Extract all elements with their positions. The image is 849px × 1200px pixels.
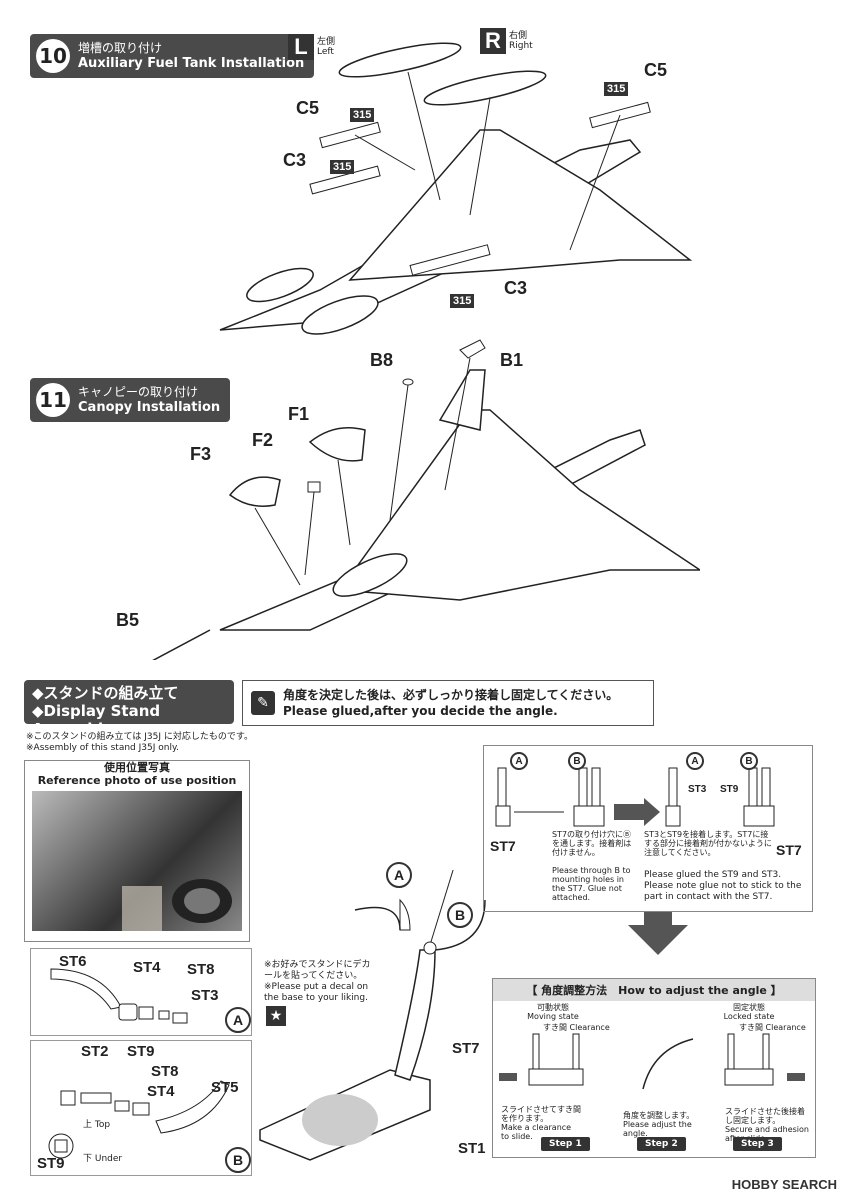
down-arrow (644, 912, 672, 928)
stand-illustration (259, 870, 486, 1161)
step-title-jp: 増槽の取り付け (78, 41, 163, 55)
stand-header: ◆スタンドの組み立て ◆Display Stand Assembly (24, 680, 234, 738)
label-b5: B5 (116, 610, 140, 630)
step-title-en: Auxiliary Fuel Tank Installation (78, 56, 305, 71)
badge-315: 315 (350, 108, 375, 122)
step-title-jp: キャノピーの取り付け (78, 385, 199, 399)
reference-photo-box: 使用位置写真 Reference photo of use position (24, 760, 250, 942)
badge-315: 315 (330, 160, 355, 174)
part-box-a: ST6 ST4 ST8 ST3 A (30, 948, 252, 1036)
step-number: 11 (36, 383, 70, 417)
stand-tag-b: B (447, 902, 473, 928)
tag-a: A (225, 1007, 251, 1033)
step-title-en: Canopy Installation (78, 400, 221, 415)
decal-note: ※お好みでスタンドにデカールを貼ってください。 ※Please put a de… (264, 960, 371, 1003)
step-1-label: Step 1 (541, 1137, 590, 1151)
step-10-header: 10 増槽の取り付け Auxiliary Fuel Tank Installat… (30, 34, 315, 78)
badge-315: 315 (604, 82, 629, 96)
label-b1: B1 (500, 350, 524, 370)
part-box-b: ST2 ST9 ST8 ST4 ST5 上 Top 下 Under ST9 B (30, 1040, 252, 1176)
assembly-sequence-box: A B A B ST7 ST3 ST9 ST7 ST7の取り付け穴にⒷを通します… (483, 745, 813, 912)
label-f2: F2 (252, 430, 274, 450)
stand-only-note: ※このスタンドの組み立ては J35J に対応したものです。 ※Assembly … (26, 732, 253, 753)
tag-b: B (225, 1147, 251, 1173)
badge-315: 315 (450, 294, 475, 308)
label-c3-left: C3 (283, 150, 307, 170)
label-f1: F1 (288, 404, 310, 424)
jet-illustration-tanks (219, 42, 693, 335)
step-number: 10 (36, 39, 70, 73)
label-f3: F3 (190, 444, 212, 464)
label-c3-right: C3 (504, 278, 528, 298)
stand-label-st1: ST1 (458, 1140, 486, 1157)
label-b8: B8 (370, 350, 394, 370)
step-3-label: Step 3 (733, 1137, 782, 1151)
glue-icon: ✎ (251, 691, 275, 715)
step-2-label: Step 2 (637, 1137, 686, 1151)
stand-tag-a: A (386, 862, 412, 888)
label-c5-left: C5 (296, 98, 320, 118)
step-11-header: 11 キャノピーの取り付け Canopy Installation (30, 378, 231, 422)
glue-note: ✎ 角度を決定した後は、必ずしっかり接着し固定してください。 Please gl… (242, 680, 654, 726)
star-icon: ★ (266, 1006, 286, 1026)
label-c5-right: C5 (644, 60, 668, 80)
reference-photo (32, 791, 242, 931)
jet-illustration-canopy (152, 339, 700, 660)
watermark: HOBBY SEARCH (731, 1177, 837, 1192)
stand-label-st7: ST7 (452, 1040, 480, 1057)
